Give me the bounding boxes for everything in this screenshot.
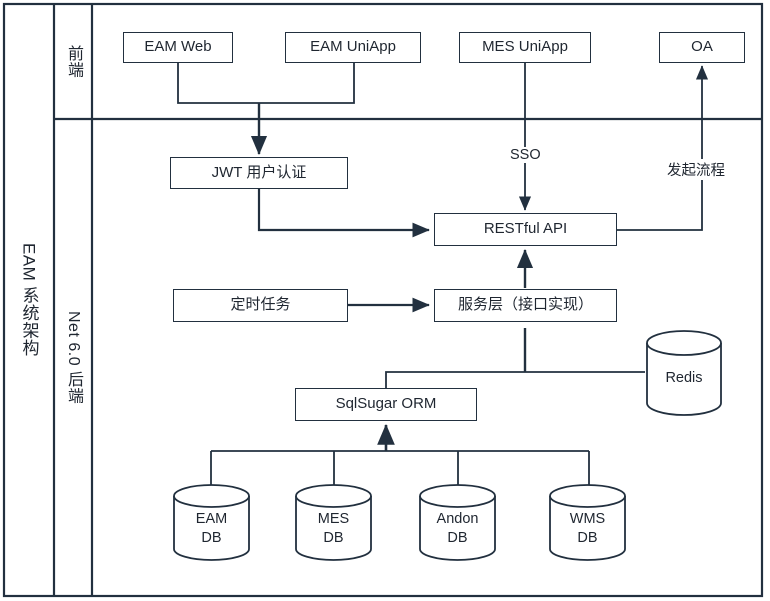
node-restful-api[interactable]: RESTful API bbox=[434, 213, 617, 246]
node-eam-web[interactable]: EAM Web bbox=[123, 32, 233, 63]
mes-db-cylinder-shape bbox=[295, 484, 372, 561]
edge-label-initiate-process: 发起流程 bbox=[665, 159, 727, 180]
db-mes[interactable]: MES DB bbox=[294, 484, 373, 561]
edge-eam-web-to-jwt bbox=[177, 63, 259, 104]
node-restful-api-label: RESTful API bbox=[483, 220, 568, 238]
node-eam-uniapp-label: EAM UniApp bbox=[310, 38, 396, 56]
node-eam-uniapp[interactable]: EAM UniApp bbox=[285, 32, 421, 63]
node-eam-web-label: EAM Web bbox=[144, 38, 212, 56]
diagram-title-vertical: EAM 系统架构 bbox=[4, 4, 54, 596]
node-mes-uniapp-label: MES UniApp bbox=[482, 38, 568, 56]
node-jwt-auth-label: JWT 用户认证 bbox=[211, 163, 307, 181]
andon-db-cylinder-shape bbox=[419, 484, 496, 561]
node-oa-label: OA bbox=[691, 38, 713, 56]
node-scheduled-task[interactable]: 定时任务 bbox=[173, 289, 348, 322]
db-eam[interactable]: EAM DB bbox=[172, 484, 251, 561]
edge-label-initiate-process-text: 发起流程 bbox=[667, 163, 725, 179]
lane-label-backend-text: Net 6.0 后端 bbox=[65, 310, 82, 405]
edge-eam-uniapp-to-jwt bbox=[259, 63, 355, 104]
edge-restful-api-to-oa bbox=[617, 65, 709, 231]
diagram-title-text: EAM 系统架构 bbox=[19, 243, 39, 357]
wms-db-cylinder-shape bbox=[549, 484, 626, 561]
store-redis[interactable]: Redis bbox=[645, 330, 723, 416]
edge-label-sso: SSO bbox=[508, 147, 543, 163]
node-sqlsugar-orm[interactable]: SqlSugar ORM bbox=[295, 388, 477, 421]
eam-db-cylinder-shape bbox=[173, 484, 250, 561]
node-jwt-auth[interactable]: JWT 用户认证 bbox=[170, 157, 348, 189]
node-mes-uniapp[interactable]: MES UniApp bbox=[459, 32, 591, 63]
lane-label-backend: Net 6.0 后端 bbox=[54, 119, 92, 596]
node-oa[interactable]: OA bbox=[659, 32, 745, 63]
node-service-layer[interactable]: 服务层（接口实现） bbox=[434, 289, 617, 322]
db-andon[interactable]: Andon DB bbox=[418, 484, 497, 561]
edge-label-sso-text: SSO bbox=[510, 147, 541, 163]
edge-sqlsugar-to-service-layer bbox=[385, 371, 525, 388]
lane-label-frontend: 前端 bbox=[54, 4, 92, 119]
edge-jwt-to-restful-api bbox=[257, 188, 430, 238]
db-wms[interactable]: WMS DB bbox=[548, 484, 627, 561]
node-sqlsugar-orm-label: SqlSugar ORM bbox=[335, 395, 437, 413]
node-scheduled-task-label: 定时任务 bbox=[230, 296, 291, 314]
redis-cylinder-shape bbox=[646, 330, 722, 416]
lane-label-frontend-text: 前端 bbox=[65, 45, 82, 78]
node-service-layer-label: 服务层（接口实现） bbox=[457, 296, 593, 314]
